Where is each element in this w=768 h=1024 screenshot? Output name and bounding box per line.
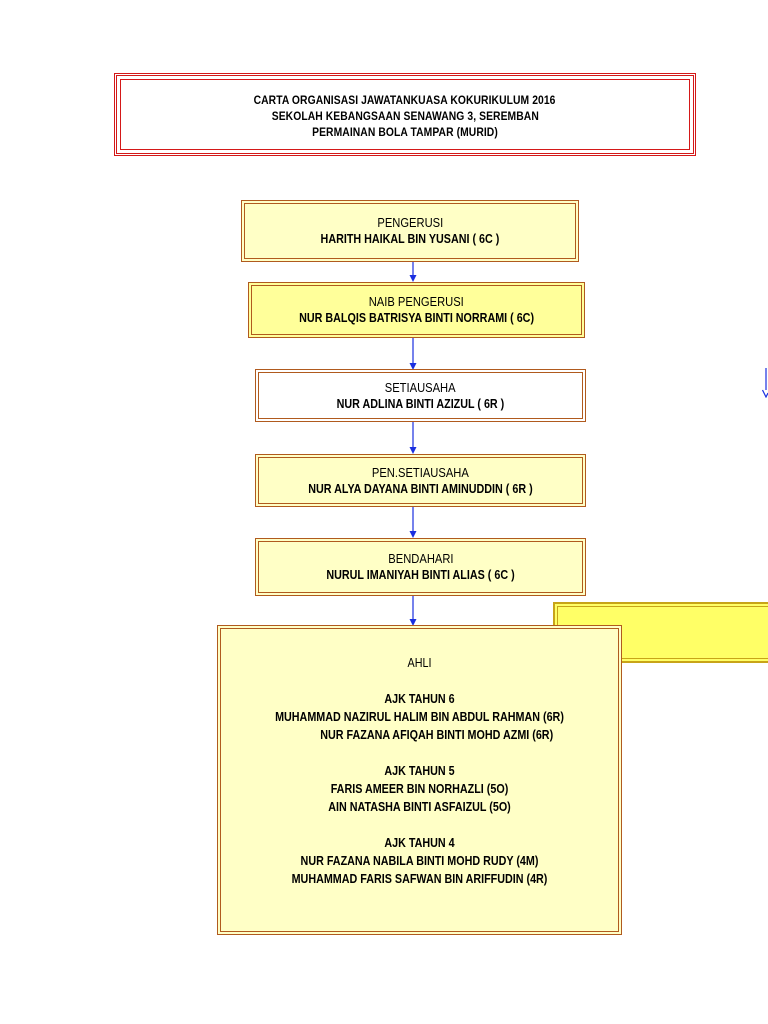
ajk-member: FARIS AMEER BIN NORHAZLI (5O)	[330, 782, 509, 796]
ajk-member: NUR FAZANA NABILA BINTI MOHD RUDY (4M)	[300, 854, 539, 868]
role-name: NUR ALYA DAYANA BINTI AMINUDDIN ( 6R )	[308, 481, 533, 496]
ajk-member: MUHAMMAD FARIS SAFWAN BIN ARIFFUDIN (4R)	[291, 872, 548, 886]
ajk-member: AIN NATASHA BINTI ASFAIZUL (5O)	[328, 800, 511, 814]
ajk-heading: AJK TAHUN 5	[384, 764, 455, 778]
role-box-pengerusi: PENGERUSI HARITH HAIKAL BIN YUSANI ( 6C …	[241, 200, 579, 262]
arrow-down-icon	[408, 262, 418, 282]
role-title: NAIB PENGERUSI	[368, 294, 465, 309]
role-box-pen-setiausaha: PEN.SETIAUSAHA NUR ALYA DAYANA BINTI AMI…	[255, 454, 586, 507]
role-name: HARITH HAIKAL BIN YUSANI ( 6C )	[320, 232, 500, 246]
role-box-setiausaha: SETIAUSAHA NUR ADLINA BINTI AZIZUL ( 6R …	[255, 369, 586, 422]
ahli-title: AHLI	[407, 656, 432, 670]
ajk-member: NUR FAZANA AFIQAH BINTI MOHD AZMI (6R)	[320, 728, 554, 742]
role-box-naib-pengerusi: NAIB PENGERUSI NUR BALQIS BATRISYA BINTI…	[248, 282, 585, 338]
ajk-member: MUHAMMAD NAZIRUL HALIM BIN ABDUL RAHMAN …	[275, 710, 564, 724]
arrow-down-icon	[408, 422, 418, 454]
ajk-heading: AJK TAHUN 4	[384, 836, 455, 850]
role-name: NURUL IMANIYAH BINTI ALIAS ( 6C )	[326, 568, 515, 582]
chart-title-line-1: CARTA ORGANISASI JAWATANKUASA KOKURIKULU…	[254, 92, 556, 107]
role-box-bendahari: BENDAHARI NURUL IMANIYAH BINTI ALIAS ( 6…	[255, 538, 586, 596]
role-name: NUR BALQIS BATRISYA BINTI NORRAMI ( 6C)	[299, 311, 534, 325]
role-title: SETIAUSAHA	[385, 379, 456, 395]
arrow-down-icon	[408, 596, 418, 626]
chart-title-box: CARTA ORGANISASI JAWATANKUASA KOKURIKULU…	[114, 73, 696, 156]
ahli-box: AHLI AJK TAHUN 6 MUHAMMAD NAZIRUL HALIM …	[217, 625, 622, 935]
chart-title-line-3: PERMAINAN BOLA TAMPAR (MURID)	[312, 124, 498, 139]
role-title: PEN.SETIAUSAHA	[372, 464, 469, 480]
role-title: BENDAHARI	[387, 551, 454, 566]
arrow-down-icon	[408, 338, 418, 370]
chart-title-line-2: SEKOLAH KEBANGSAAN SENAWANG 3, SEREMBAN	[271, 108, 539, 123]
role-name: NUR ADLINA BINTI AZIZUL ( 6R )	[336, 396, 505, 411]
role-title: PENGERUSI	[377, 215, 443, 230]
ajk-heading: AJK TAHUN 6	[384, 692, 455, 706]
arrow-down-icon	[761, 368, 768, 403]
arrow-down-icon	[408, 507, 418, 538]
